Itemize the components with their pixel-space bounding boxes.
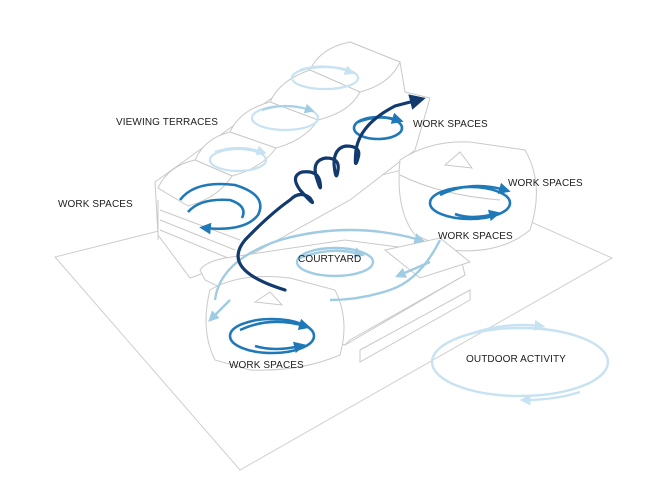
circular-arrow-icon: [250, 103, 320, 132]
circular-arrow-icon: [178, 182, 262, 235]
courtyard-flows: [208, 228, 442, 322]
terraced-building: [154, 41, 431, 279]
wavy-arrow-icon: [236, 94, 426, 292]
circular-arrow-icon: [290, 65, 360, 91]
label-work-spaces-bottom: WORK SPACES: [229, 360, 304, 371]
circular-arrow-icon: [430, 320, 610, 406]
circular-arrow-icon: [208, 145, 268, 173]
bottom-building: [205, 276, 345, 371]
label-viewing-terraces: VIEWING TERRACES: [116, 117, 218, 128]
label-courtyard: COURTYARD: [298, 254, 361, 265]
label-outdoor-activity: OUTDOOR ACTIVITY: [466, 354, 566, 365]
circular-arrow-icon: [228, 317, 316, 355]
work-space-loops: [178, 112, 512, 355]
right-building: [398, 141, 537, 252]
label-work-spaces-top: WORK SPACES: [413, 119, 488, 130]
label-work-spaces-right-lower: WORK SPACES: [438, 231, 513, 242]
terrace-loops: [208, 65, 360, 173]
label-work-spaces-left: WORK SPACES: [58, 199, 133, 210]
circular-arrow-icon: [428, 182, 512, 222]
label-work-spaces-right: WORK SPACES: [508, 178, 583, 189]
